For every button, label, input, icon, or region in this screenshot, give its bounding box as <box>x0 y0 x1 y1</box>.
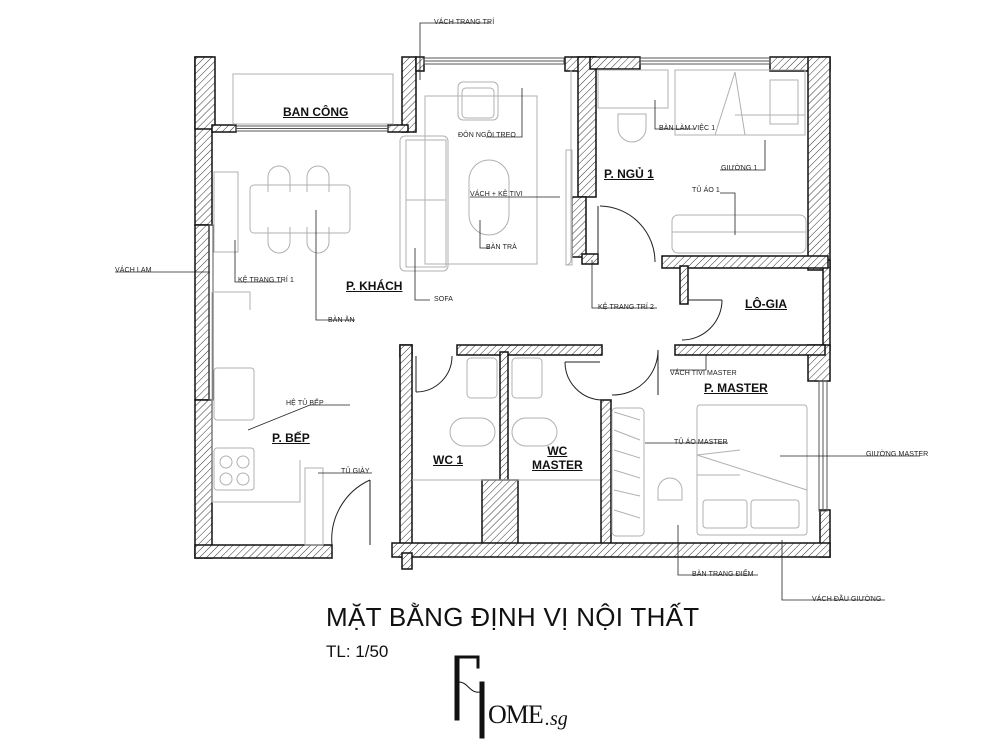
leader-lines <box>115 22 920 601</box>
note-ban-trang-diem: BÀN TRANG ĐIỂM <box>692 571 754 578</box>
note-giuong-1: GIƯỜNG 1 <box>721 165 758 172</box>
walls <box>194 56 831 570</box>
note-ban-tra: BÀN TRÀ <box>486 244 517 251</box>
note-vach-lam: VÁCH LAM <box>115 267 152 274</box>
room-label-p-khach: P. KHÁCH <box>346 279 403 293</box>
room-label-wc-master-line2: MASTER <box>532 458 583 472</box>
note-vach-trang-tri: VÁCH TRANG TRÍ <box>434 19 495 26</box>
note-sofa: SOFA <box>434 296 454 303</box>
note-ban-lam-viec-1: BÀN LÀM VIỆC 1 <box>659 125 716 132</box>
note-ban-an: BÀN ĂN <box>328 317 355 324</box>
drawing-title: MẶT BẰNG ĐỊNH VỊ NỘI THẤT <box>326 602 700 632</box>
note-tu-ao-1: TỦ ÁO 1 <box>692 187 720 194</box>
note-vach-tivi-master: VÁCH TIVI MASTER <box>670 370 737 377</box>
room-label-p-bep: P. BẾP <box>272 431 310 445</box>
room-label-p-master: P. MASTER <box>704 381 768 395</box>
note-tu-ao-master: TỦ ÁO MASTER <box>674 439 728 446</box>
note-giuong-master: GIƯỜNG MASTER <box>866 451 929 458</box>
note-he-tu-bep: HỆ TỦ BẾP <box>286 400 324 407</box>
logo-suffix: .sg <box>545 708 568 730</box>
room-label-wc-master: WC MASTER <box>532 444 583 472</box>
doors <box>331 205 723 546</box>
room-label-wc-1: WC 1 <box>433 453 463 467</box>
room-label-wc-master-line1: WC <box>547 444 568 458</box>
note-don-ngoi-treo: ĐÔN NGỒI TREO <box>458 132 516 139</box>
furniture <box>211 69 808 546</box>
note-ke-trang-tri-2: KỆ TRANG TRÍ 2 <box>598 304 654 311</box>
drawing-scale: TL: 1/50 <box>326 642 389 661</box>
note-vach-dau-giuong: VÁCH ĐẦU GIƯỜNG <box>812 596 882 603</box>
note-vach-ke-tivi: VÁCH + KỆ TIVI <box>470 191 523 198</box>
note-tu-giay: TỦ GIÀY <box>341 468 370 475</box>
windows <box>208 57 828 512</box>
note-ke-trang-tri-1: KỆ TRANG TRÍ 1 <box>238 277 294 284</box>
room-label-ban-cong: BAN CÔNG <box>283 105 349 119</box>
room-label-lo-gia: LÔ-GIA <box>745 297 787 311</box>
room-label-p-ngu-1: P. NGỦ 1 <box>604 167 654 181</box>
logo-text: OME <box>488 700 544 729</box>
logo-mark <box>454 655 485 739</box>
